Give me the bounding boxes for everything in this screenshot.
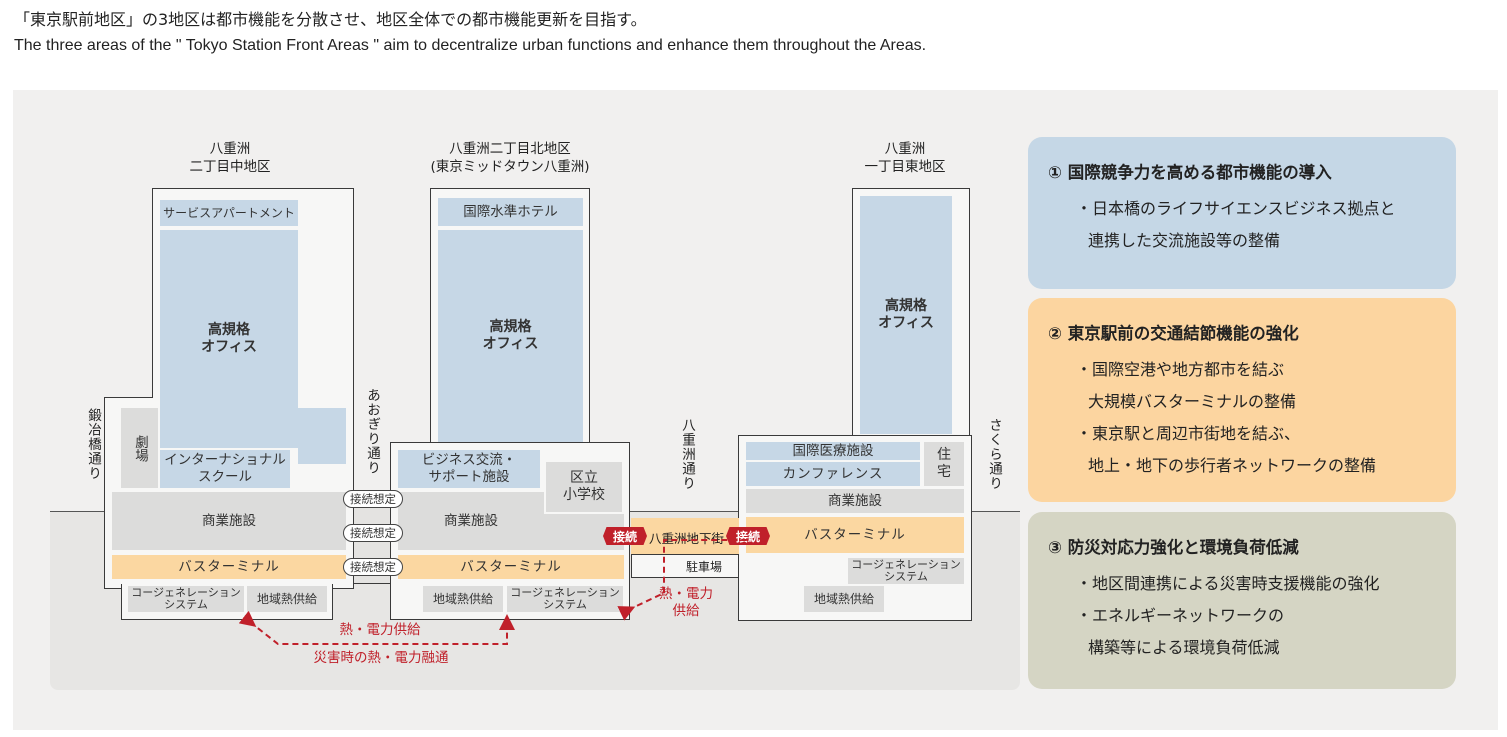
card-2-item-4: 地上・地下の歩行者ネットワークの整備 bbox=[1088, 456, 1377, 475]
card-2: ② 東京駅前の交通結節機能の強化 ・国際空港や地方都市を結ぶ 大規模バスターミナ… bbox=[1028, 298, 1456, 502]
card-3: ③ 防災対応力強化と環境負荷低減 ・地区間連携による災害時支援機能の強化 ・エネ… bbox=[1028, 512, 1456, 689]
area-label-mid: 八重洲二丁目北地区(東京ミッドタウン八重洲) bbox=[430, 141, 590, 176]
disaster-interchange-label: 災害時の熱・電力融通 bbox=[313, 650, 449, 666]
right-heat: 地域熱供給 bbox=[804, 586, 884, 612]
mid-hotel: 国際水準ホテル bbox=[438, 198, 583, 226]
left-apartment: サービスアパートメント bbox=[160, 200, 298, 226]
planned-connection-3: 接続想定 bbox=[343, 558, 403, 576]
card-2-item-2: 大規模バスターミナルの整備 bbox=[1088, 392, 1297, 411]
area-label-right: 八重洲一丁目東地区 bbox=[864, 141, 946, 176]
yaesu-underground bbox=[631, 518, 739, 554]
parking-area bbox=[631, 554, 739, 578]
street-yaesu: 八重洲通り bbox=[679, 418, 695, 491]
left-heat: 地域熱供給 bbox=[247, 586, 327, 612]
right-commercial: 商業施設 bbox=[746, 489, 964, 513]
left-cogen: コージェネレーション システム bbox=[128, 586, 244, 612]
underground-label: 八重洲地下街 bbox=[649, 531, 725, 546]
right-medical: 国際医療施設 bbox=[746, 442, 920, 460]
card-2-item-3: ・東京駅と周辺市街地を結ぶ、 bbox=[1076, 424, 1301, 443]
connect-tag-left: 接続 bbox=[603, 527, 647, 545]
card-1-item-2: 連携した交流施設等の整備 bbox=[1088, 231, 1281, 250]
mid-business: ビジネス交流・ サポート施設 bbox=[398, 450, 540, 488]
mid-heat: 地域熱供給 bbox=[423, 586, 503, 612]
mid-school: 区立 小学校 bbox=[546, 462, 622, 512]
left-office-ext bbox=[298, 408, 346, 464]
planned-connection-1: 接続想定 bbox=[343, 490, 403, 508]
card-3-item-3: 構築等による環境負荷低減 bbox=[1088, 638, 1280, 657]
card-1: ① 国際競争力を高める都市機能の導入 ・日本橋のライフサイエンスビジネス拠点と … bbox=[1028, 137, 1456, 289]
card-2-title: ② 東京駅前の交通結節機能の強化 bbox=[1048, 324, 1299, 343]
mid-commercial: 商業施設 bbox=[398, 492, 544, 550]
caption-english: The three areas of the " Tokyo Station F… bbox=[14, 37, 927, 54]
card-3-item-2: ・エネルギーネットワークの bbox=[1076, 606, 1285, 625]
card-2-item-1: ・国際空港や地方都市を結ぶ bbox=[1076, 360, 1285, 379]
street-kajibashi: 鍛冶橋通り bbox=[85, 408, 101, 481]
mid-bus-terminal: バスターミナル bbox=[398, 555, 624, 579]
street-aogiri: あおぎり通り bbox=[364, 388, 380, 475]
left-school: インターナショナル スクール bbox=[160, 450, 290, 488]
right-bus-terminal: バスターミナル bbox=[746, 517, 964, 553]
heat-power-supply-label: 熱・電力供給 bbox=[339, 622, 421, 638]
mid-office: 高規格 オフィス bbox=[438, 230, 583, 442]
right-conference: カンファレンス bbox=[746, 462, 920, 486]
card-3-item-1: ・地区間連携による災害時支援機能の強化 bbox=[1076, 574, 1380, 593]
parking-label: 駐車場 bbox=[686, 560, 723, 574]
planned-connection-2: 接続想定 bbox=[343, 524, 403, 542]
left-commercial: 商業施設 bbox=[112, 492, 346, 550]
street-sakura: さくら通り bbox=[986, 418, 1002, 491]
card-3-title: ③ 防災対応力強化と環境負荷低減 bbox=[1048, 538, 1299, 557]
left-bus-terminal: バスターミナル bbox=[112, 555, 346, 579]
caption-japanese: 「東京駅前地区」の3地区は都市機能を分散させ、地区全体での都市機能更新を目指す。 bbox=[14, 10, 647, 29]
left-office: 高規格 オフィス bbox=[160, 230, 298, 448]
heat-power-supply-short: 熱・電力 供給 bbox=[659, 586, 713, 619]
area-label-left: 八重洲二丁目中地区 bbox=[189, 141, 271, 176]
right-cogen: コージェネレーション システム bbox=[848, 558, 964, 584]
right-housing: 住 宅 bbox=[924, 442, 964, 486]
right-office: 高規格 オフィス bbox=[860, 196, 952, 434]
card-1-title: ① 国際競争力を高める都市機能の導入 bbox=[1048, 163, 1332, 182]
mid-cogen: コージェネレーション システム bbox=[507, 586, 623, 612]
left-theater: 劇場 bbox=[121, 408, 158, 488]
card-1-item-1: ・日本橋のライフサイエンスビジネス拠点と bbox=[1076, 199, 1396, 218]
